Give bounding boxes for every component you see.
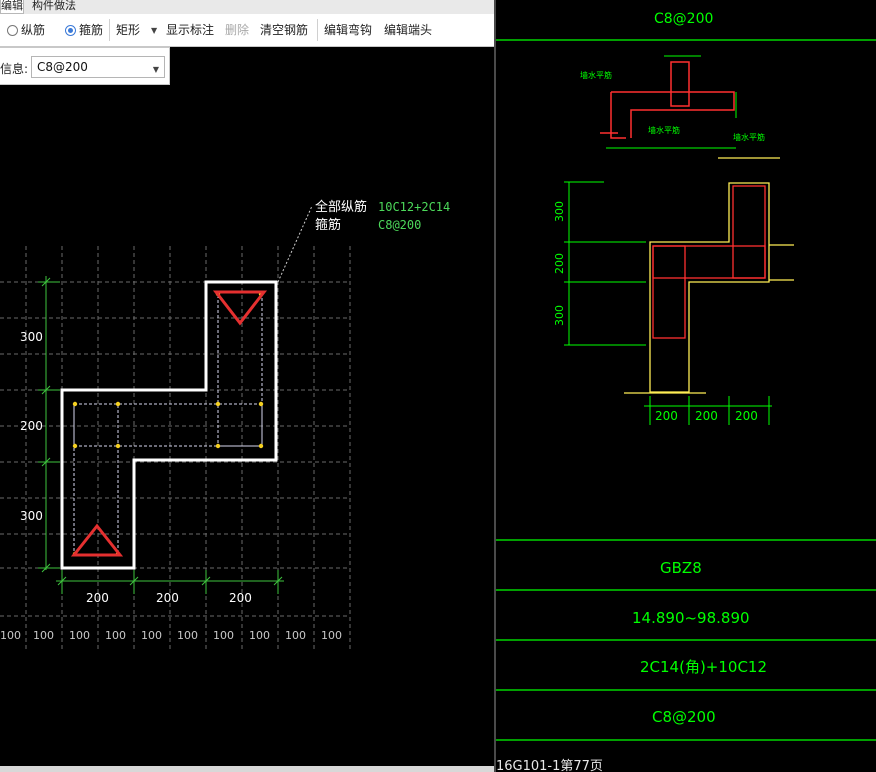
column-dims: [564, 181, 772, 425]
stirrup-layout: [73, 291, 263, 557]
rebar-points: [72, 291, 264, 557]
tab-strip: 编辑 构件做法: [0, 0, 494, 14]
show-annotation-label: 显示标注: [166, 23, 215, 37]
dim-left-bottom: 300: [20, 509, 43, 523]
grid-tick: 100: [33, 629, 54, 642]
chevron-down-icon: ▼: [152, 65, 159, 74]
info-panel: 信息: C8@200 ▼: [0, 47, 170, 85]
delete-button[interactable]: 删除: [225, 22, 249, 38]
longitudinal-radio[interactable]: 纵筋: [7, 22, 45, 38]
dim-bottom-2: 200: [156, 591, 179, 605]
edit-end-label: 编辑端头: [384, 23, 433, 37]
stirrup-radio-label: 箍筋: [79, 23, 104, 37]
table-stirrup: C8@200: [652, 708, 716, 726]
dim-left-top: 300: [20, 330, 43, 344]
leader-text-all-rebar: 全部纵筋: [315, 199, 367, 215]
tab-edit[interactable]: 编辑: [0, 0, 24, 14]
grid-tick-labels: 100 100 100 100 100 100 100 100 100 100: [0, 629, 342, 642]
drawing-dim-left-bottom: 300: [553, 305, 566, 326]
stirrup-spec: C8@200: [378, 218, 421, 232]
leader-text-stirrup: 箍筋: [315, 217, 341, 233]
grid-tick: 100: [105, 629, 126, 642]
stirrup-info-select[interactable]: C8@200 ▼: [31, 56, 165, 78]
column-outline[interactable]: [60, 280, 278, 570]
reference-drawing: C8@200 墙水平筋 墙水平筋 墙水平筋 300 2: [496, 11, 876, 772]
grid-tick: 100: [0, 629, 21, 642]
clear-rebar-label: 清空钢筋: [260, 23, 309, 37]
tab-component-method[interactable]: 构件做法: [32, 0, 88, 13]
grid-tick: 100: [69, 629, 90, 642]
drawing-annotation-a: 墙水平筋: [580, 70, 612, 80]
toolbar-separator: [109, 19, 110, 41]
column-section: [624, 157, 794, 394]
tab-component-method-label: 构件做法: [32, 0, 76, 12]
grid-tick: 100: [285, 629, 306, 642]
stirrup-info-value: C8@200: [37, 60, 88, 74]
longitudinal-rebar-spec: 10C12+2C14: [378, 200, 450, 214]
grid-tick: 100: [141, 629, 162, 642]
column-stirrups: [652, 185, 766, 339]
section-canvas[interactable]: 100 100 100 100 100 100 100 100 100 100 …: [0, 86, 494, 766]
drawing-footer-reference: 16G101-1第77页: [496, 759, 603, 772]
table-elevation: 14.890~98.890: [632, 609, 750, 627]
drawing-annotation-b: 墙水平筋: [648, 125, 680, 135]
dimension-lines: [38, 276, 284, 594]
dim-left-middle: 200: [20, 419, 43, 433]
drawing-dim-left-middle: 200: [553, 253, 566, 274]
grid-tick: 100: [321, 629, 342, 642]
dim-bottom-3: 200: [229, 591, 252, 605]
grid-tick: 100: [249, 629, 270, 642]
joint-detail-dims: [606, 55, 737, 149]
drawing-annotation-c: 墙水平筋: [733, 132, 765, 142]
drawing-dim-left-top: 300: [553, 201, 566, 222]
stirrup-radio[interactable]: 箍筋: [65, 22, 103, 38]
show-annotation-button[interactable]: 显示标注: [166, 22, 214, 38]
drawing-frame: [496, 39, 876, 741]
info-label: 信息:: [0, 62, 29, 76]
edit-hook-button[interactable]: 编辑弯钩: [324, 22, 372, 38]
leader-line: [277, 205, 313, 283]
triangle-stirrups[interactable]: [70, 290, 268, 557]
shape-select-value: 矩形: [116, 23, 141, 37]
radio-on-icon: [65, 25, 76, 36]
table-column-name: GBZ8: [660, 559, 702, 577]
tab-edit-label: 编辑: [1, 0, 23, 12]
joint-detail: [600, 61, 735, 139]
panel-divider[interactable]: [494, 0, 496, 772]
delete-label: 删除: [225, 23, 250, 37]
toolbar-separator: [317, 19, 318, 41]
drawing-top-label: C8@200: [654, 11, 713, 27]
toolbar: 纵筋 箍筋 矩形 ▼ 显示标注 删除 清空钢筋 编辑弯钩 编辑端头: [0, 14, 494, 47]
clear-rebar-button[interactable]: 清空钢筋: [260, 22, 308, 38]
drawing-dim-bottom-3: 200: [735, 409, 758, 423]
table-longitudinal: 2C14(角)+10C12: [640, 658, 767, 676]
grid-tick: 100: [213, 629, 234, 642]
triangle-stirrup-bottom: [70, 523, 124, 557]
triangle-stirrup-top: [212, 290, 268, 326]
status-strip: [0, 766, 494, 772]
radio-off-icon: [7, 25, 18, 36]
edit-end-button[interactable]: 编辑端头: [384, 22, 432, 38]
chevron-down-icon: ▼: [151, 26, 158, 35]
drawing-dim-bottom-2: 200: [695, 409, 718, 423]
edit-hook-label: 编辑弯钩: [324, 23, 373, 37]
longitudinal-radio-label: 纵筋: [21, 23, 46, 37]
grid-tick: 100: [177, 629, 198, 642]
dim-bottom-1: 200: [86, 591, 109, 605]
shape-select[interactable]: 矩形 ▼: [111, 20, 159, 40]
drawing-dim-bottom-1: 200: [655, 409, 678, 423]
